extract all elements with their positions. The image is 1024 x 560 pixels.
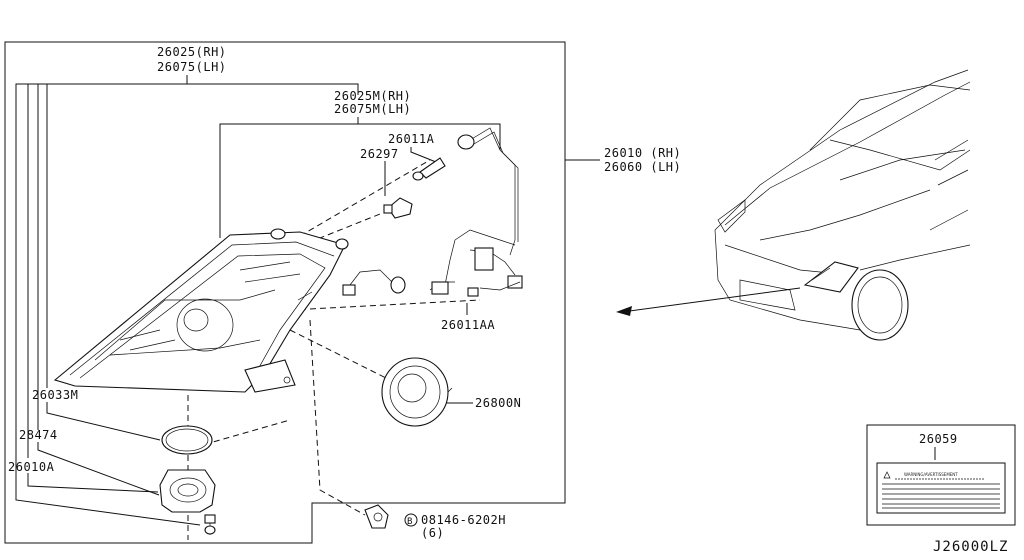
main-frame [4,41,566,544]
caution-label-lines [882,471,1000,509]
projector-drawing [381,357,453,427]
caution-label-plate [876,462,1006,514]
caution-label-frame [866,424,1016,526]
diagram-code: J26000LZ [933,539,1008,555]
label-bulb: 26297 [360,147,399,161]
leader-lines [15,75,936,526]
bolt-marker-letter: B [407,517,413,527]
gasket-drawing [161,425,213,455]
label-housing-lh: 26075M(LH) [334,102,411,116]
label-caution: 26059 [919,432,958,446]
label-adjuster: 26010A [8,460,55,474]
bulb-drawing [383,157,446,219]
explode-lines [184,159,481,540]
label-headlamp-lh: 26060 (LH) [604,160,681,174]
label-gasket: 28474 [19,428,58,442]
bolt-drawing [364,504,389,529]
label-seal: 26033M [32,388,78,402]
label-housing-rh: 26025M(RH) [334,89,411,103]
label-headlamp-rh: 26010 (RH) [604,146,681,160]
headlamp-assembly-drawing [53,228,349,393]
label-bolt-qty: (6) [421,526,444,540]
label-socket: 26011A [388,132,435,146]
car-drawing [616,69,971,341]
label-projector: 26800N [475,396,521,410]
label-headlamp-assy-lh: 26075(LH) [157,60,227,74]
caution-label-title: WARNING/AVERTISSEMENT [904,472,958,477]
adjuster-drawing [159,469,216,535]
label-headlamp-assy-rh: 26025(RH) [157,45,227,59]
harness-drawing [342,127,523,297]
label-bolt: 08146-6202H [421,513,506,527]
label-harness: 26011AA [441,318,495,332]
bolt-marker-circle [404,513,418,527]
